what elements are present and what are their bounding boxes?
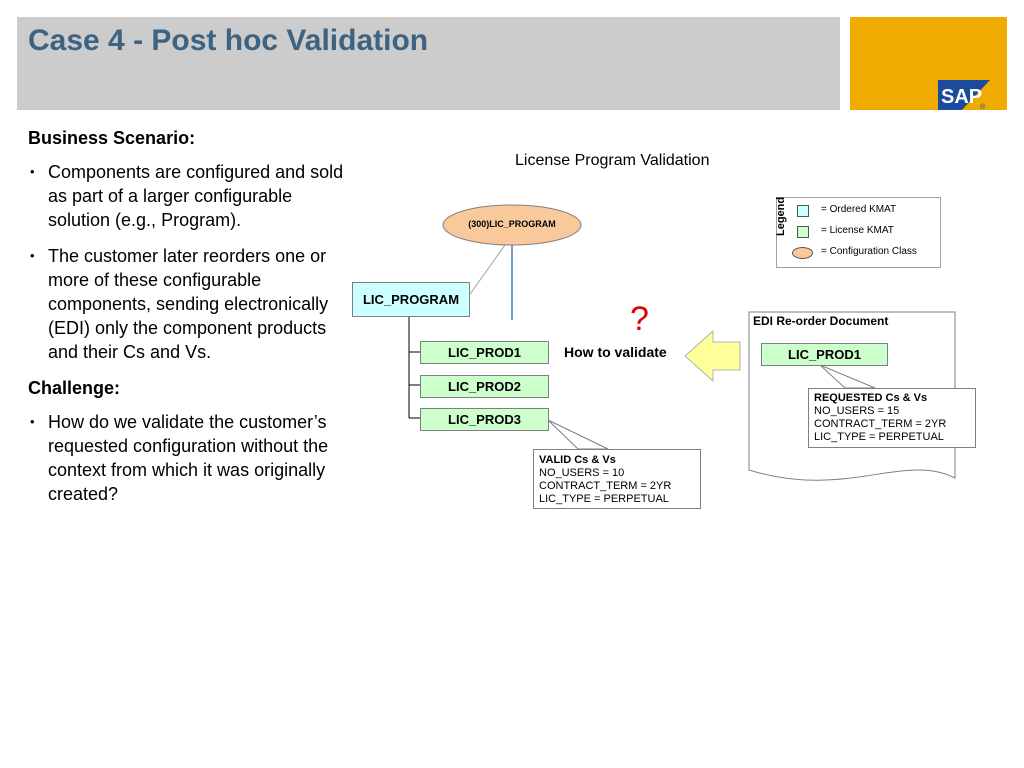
program-node: LIC_PROGRAM [352, 282, 470, 317]
slide-title: Case 4 - Post hoc Validation [28, 24, 429, 57]
valid-value-line: NO_USERS = 10 [539, 467, 625, 479]
legend-item-label: = Ordered KMAT [821, 204, 897, 215]
product-node-label: LIC_PROD2 [448, 379, 521, 394]
title-bar [17, 17, 840, 110]
registered-mark: ® [980, 104, 986, 111]
valid-value-line: CONTRACT_TERM = 2YR [539, 480, 672, 492]
legend-item-label: = Configuration Class [821, 246, 917, 257]
product-node-label: LIC_PROD3 [448, 412, 521, 427]
requested-value-line: CONTRACT_TERM = 2YR [814, 418, 947, 430]
legend-box: Legend = Ordered KMAT = License KMAT = C… [775, 196, 941, 268]
heading-business-scenario: Business Scenario: [28, 128, 196, 148]
bullet-item: Components are configured and sold as pa… [28, 160, 348, 232]
config-class-label: (300)LIC_PROGRAM [468, 219, 556, 229]
bullet-item: The customer later reorders one or more … [28, 244, 348, 364]
valid-value-line: LIC_TYPE = PERPETUAL [539, 493, 669, 505]
left-arrow-icon [684, 329, 741, 383]
sap-logo-shape [938, 80, 990, 110]
edi-product-label: LIC_PROD1 [788, 347, 861, 362]
bullet-item: How do we validate the customer’s reques… [28, 410, 348, 506]
how-to-validate-label: How to validate [564, 344, 667, 360]
legend-title: Legend [775, 196, 787, 236]
requested-values-box: REQUESTED Cs & Vs NO_USERS = 15 CONTRACT… [808, 388, 976, 448]
product-node-1: LIC_PROD1 [420, 341, 549, 364]
requested-values-title: REQUESTED Cs & Vs [814, 392, 928, 404]
valid-values-box: VALID Cs & Vs NO_USERS = 10 CONTRACT_TER… [533, 449, 701, 509]
bullet-list-scenario: Components are configured and sold as pa… [28, 160, 348, 364]
legend-swatch-config-class [792, 247, 813, 259]
product-node-label: LIC_PROD1 [448, 345, 521, 360]
heading-challenge: Challenge: [28, 378, 121, 398]
edi-product-node: LIC_PROD1 [761, 343, 888, 366]
legend-item-label: = License KMAT [821, 225, 894, 236]
legend-swatch-ordered-kmat [797, 205, 809, 217]
requested-value-line: LIC_TYPE = PERPETUAL [814, 431, 944, 443]
legend-swatch-license-kmat [797, 226, 809, 238]
requested-value-line: NO_USERS = 15 [814, 405, 900, 417]
bullet-list-challenge: How do we validate the customer’s reques… [28, 410, 348, 506]
valid-callout-pointer [547, 419, 609, 450]
product-node-3: LIC_PROD3 [420, 408, 549, 431]
program-node-label: LIC_PROGRAM [362, 292, 460, 307]
valid-values-title: VALID Cs & Vs [539, 454, 616, 466]
edi-document-title: EDI Re-order Document [753, 314, 889, 328]
diagram-title: License Program Validation [515, 152, 710, 169]
callout-line [467, 244, 506, 298]
sap-logo-text: SAP [941, 86, 982, 108]
left-text-column: Business Scenario: Components are config… [28, 126, 348, 518]
sap-logo: SAP [938, 80, 990, 110]
logo-panel [850, 17, 1007, 110]
product-node-2: LIC_PROD2 [420, 375, 549, 398]
question-mark: ? [630, 300, 649, 338]
